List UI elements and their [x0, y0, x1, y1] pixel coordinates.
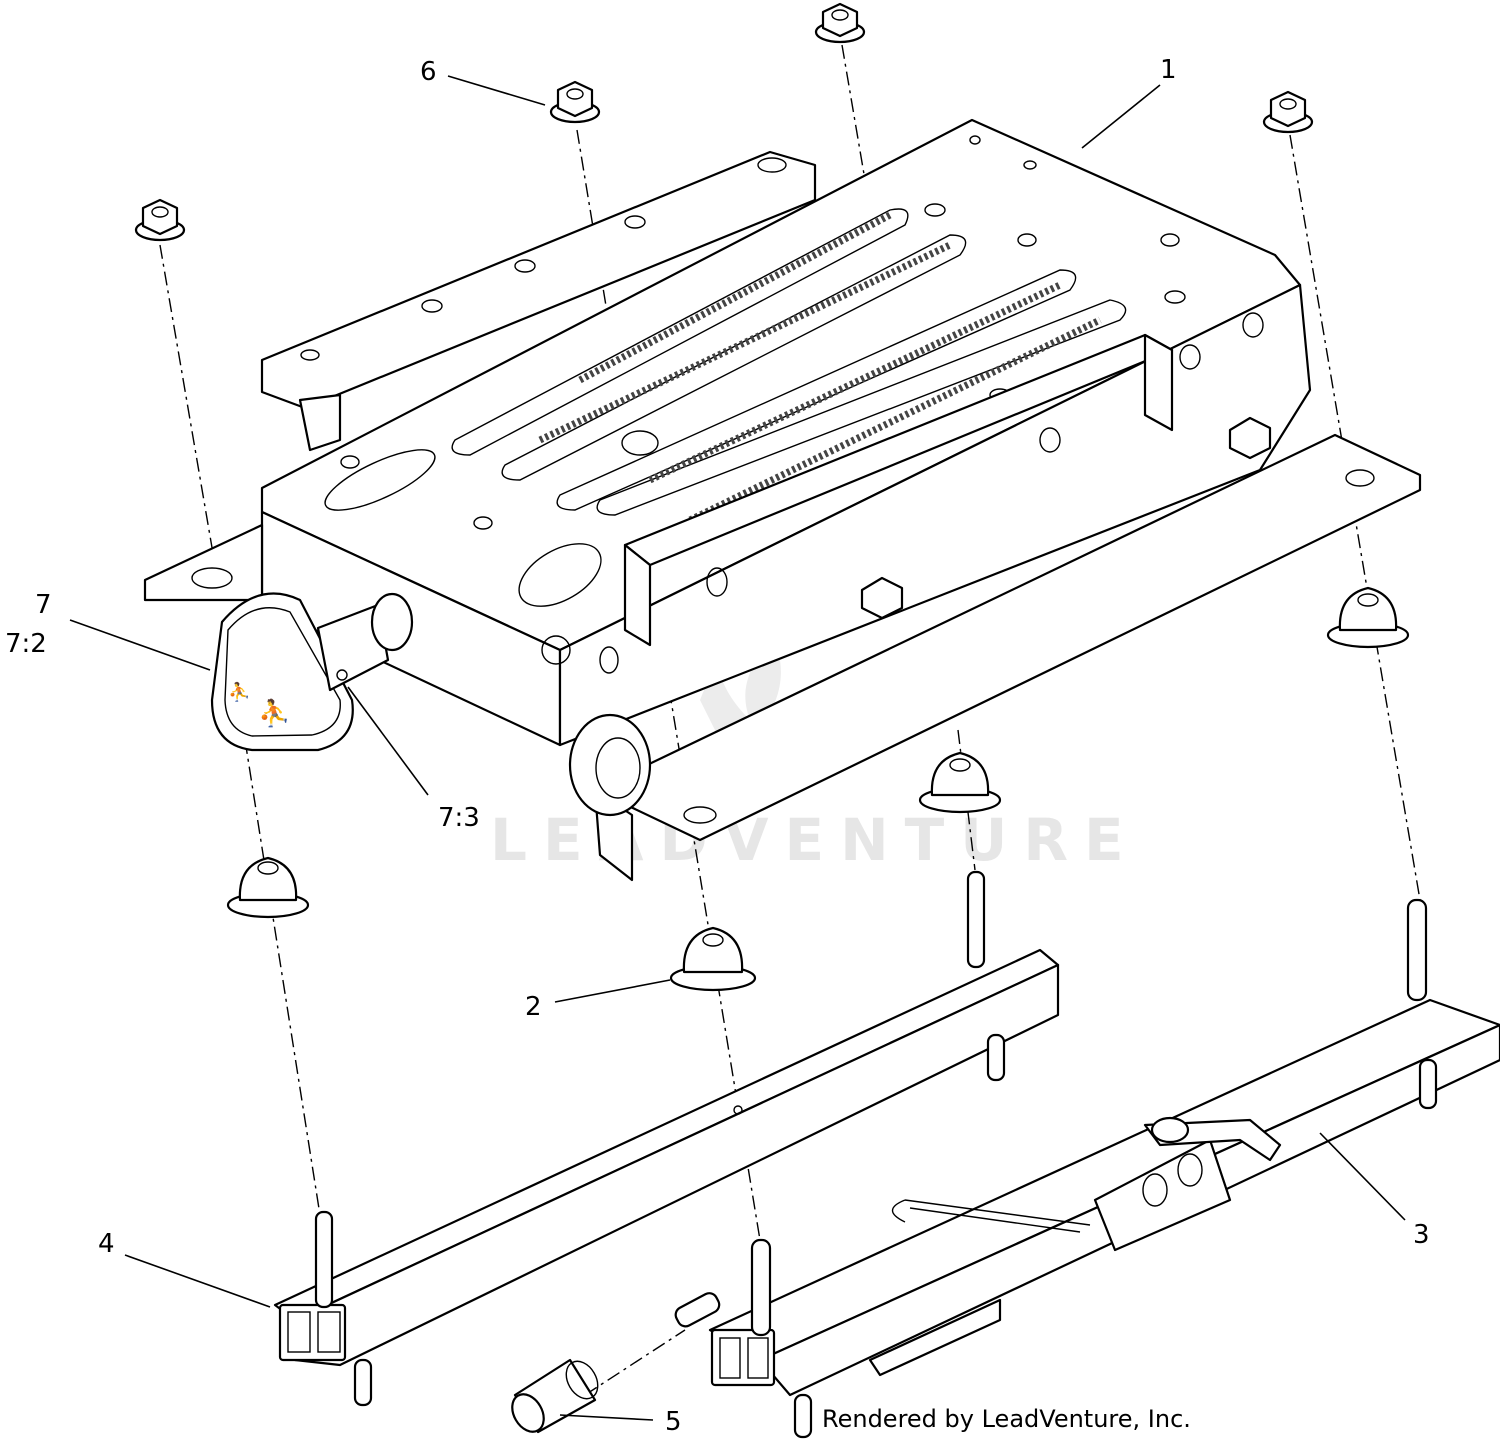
leader-line-2	[554, 979, 671, 1003]
leader-line-7	[69, 619, 211, 671]
seat-slide-rail-left	[273, 870, 1060, 1407]
flange-nut	[1262, 90, 1314, 134]
leader-line-1	[1081, 84, 1161, 149]
callout-7-2: 7:2	[5, 629, 47, 659]
isolator-bumper	[226, 856, 310, 919]
leader-line-4	[124, 1254, 271, 1308]
flange-nut	[549, 80, 601, 124]
rear-rail-bracket	[260, 150, 817, 452]
isolator-bumper	[1326, 586, 1410, 649]
leader-line-3	[1319, 1132, 1406, 1221]
leader-line-5	[559, 1414, 654, 1421]
callout-5: 5	[665, 1407, 682, 1437]
isolator-bumper	[918, 751, 1002, 814]
flange-nut	[814, 2, 866, 44]
flange-nut	[134, 198, 186, 242]
leader-line-7-3	[347, 686, 429, 796]
isolator-bumper	[669, 926, 757, 992]
callout-1: 1	[1160, 55, 1177, 85]
callout-6: 6	[420, 57, 437, 87]
suspension-plate	[260, 118, 1312, 747]
callout-3: 3	[1413, 1220, 1430, 1250]
callout-7: 7	[35, 590, 52, 620]
svg-text:⛹: ⛹	[228, 681, 250, 703]
render-credit: Rendered by LeadVenture, Inc.	[822, 1405, 1191, 1433]
callout-4: 4	[98, 1229, 115, 1259]
seat-slide-rail-right	[674, 898, 1500, 1439]
svg-text:⛹: ⛹	[258, 697, 290, 729]
leader-line-6	[447, 75, 546, 106]
front-rail-bracket	[568, 333, 1422, 882]
weight-adjust-knob: ⛹ ⛹	[210, 592, 414, 752]
callout-7-3: 7:3	[438, 803, 480, 833]
watermark-text: LEADVENTURE	[490, 806, 1140, 874]
base-plate-left-ear	[143, 523, 264, 602]
callout-2: 2	[525, 992, 542, 1022]
rail-pin	[511, 1358, 599, 1434]
